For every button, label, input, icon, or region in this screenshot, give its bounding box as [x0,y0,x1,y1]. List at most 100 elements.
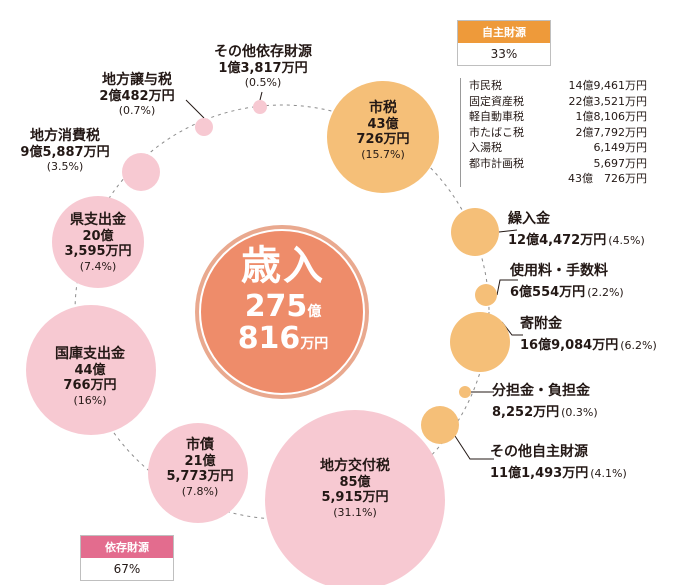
center-amount-sub: 816万円 [203,320,363,356]
label-ken-amount1: 20億 [82,228,114,244]
own-source-percent: 33% [458,43,550,65]
orbit-ring [74,104,490,520]
label-shiyoryo-percent: (2.2%) [587,285,624,299]
label-kurikoshi: 繰入金 12億4,472万円(4.5%) [508,211,645,249]
center-bubble [199,229,365,395]
center-amount-main: 275億 [203,291,363,323]
dependent-source-percent: 67% [81,558,173,580]
label-chiho-kofuzei: 地方交付税 85億 5,915万円 (31.1%) [295,458,415,519]
bubble-ken [52,196,144,288]
label-shisai-amount1: 21億 [184,453,216,469]
label-joyozei-percent: (0.7%) [118,104,156,118]
label-kifukin-amount: 16億9,084万円 [520,337,619,353]
label-kokko-amount1: 44億 [74,362,106,378]
label-sonota-izon-percent: (0.5%) [244,76,282,90]
label-shohizei: 地方消費税 9億5,887万円 (3.5%) [5,128,125,174]
label-sonota-izon: その他依存財源 1億3,817万円 (0.5%) [198,44,328,90]
label-shohizei-title: 地方消費税 [30,128,100,144]
label-ken: 県支出金 20億 3,595万円 (7.4%) [48,212,148,273]
label-buntankin-title: 分担金・負担金 [492,383,590,399]
label-kokko-amount2: 766万円 [63,378,117,394]
label-shizei-title: 市税 [369,100,397,116]
breakdown-name: 市たばこ税 [469,125,524,139]
bubble-buntankin [459,386,471,398]
breakdown-name: 入湯税 [469,141,502,154]
label-sonota-jishu-title: その他自主財源 [490,444,588,460]
label-kokko-percent: (16%) [73,393,107,407]
breakdown-total: 43億 726万円 [568,172,647,185]
breakdown-value: 2億7,792万円 [575,125,648,139]
label-kurikoshi-title: 繰入金 [508,211,550,227]
label-joyozei-title: 地方譲与税 [102,72,172,88]
label-buntankin: 分担金・負担金 8,252万円(0.3%) [492,383,598,421]
label-joyozei: 地方譲与税 2億482万円 (0.7%) [82,72,192,118]
leader-line-joyozei [185,99,205,119]
bubble-sonota_izon [253,100,267,114]
label-shiyoryo: 使用料・手数料 6億554万円(2.2%) [510,263,624,301]
dependent-source-label: 依存財源 [81,536,173,558]
bubble-shohizei [122,153,160,191]
label-buntankin-percent: (0.3%) [561,405,598,419]
leader-line-kurikoshi [498,229,518,233]
bubble-shisai [148,423,248,523]
bubble-shizei [327,81,439,193]
breakdown-value: 1億8,106万円 [575,110,648,123]
center-label: 歳入 275億 816万円 [203,245,363,354]
label-shisai-percent: (7.8%) [181,484,219,498]
bubble-kurikoshi [451,208,499,256]
label-kifukin: 寄附金 16億9,084万円(6.2%) [520,316,657,354]
label-shisai: 市債 21億 5,773万円 (7.8%) [150,437,250,498]
label-shisai-title: 市債 [186,437,214,453]
label-buntankin-amount: 8,252万円 [492,404,560,420]
breakdown-value: 14億9,461万円 [568,79,648,92]
breakdown-value: 5,697万円 [593,156,648,170]
bubble-kokko [26,305,156,435]
label-kifukin-title: 寄附金 [520,316,562,332]
bubble-sonota_jishu [421,406,459,444]
label-chiho-kofuzei-percent: (31.1%) [333,505,377,519]
bubble-joyozei [195,118,213,136]
label-ken-percent: (7.4%) [79,259,117,273]
breakdown-row: 市民税 14億9,461万円 [469,78,647,94]
leader-line-shiyoryo [496,279,518,296]
label-shiyoryo-title: 使用料・手数料 [510,263,608,279]
breakdown-name: 軽自動車税 [469,110,524,123]
center-amount-main-value: 275 [244,289,308,324]
dependent-source-box: 依存財源 67% [80,535,174,581]
label-chiho-kofuzei-amount2: 5,915万円 [321,490,389,506]
breakdown-total-row: 43億 726万円 [469,171,647,187]
center-amount-sub-value: 816 [237,320,301,356]
label-joyozei-amount1: 2億482万円 [99,88,175,104]
center-amount-sub-unit: 万円 [300,335,329,352]
label-chiho-kofuzei-title: 地方交付税 [320,458,390,474]
label-shohizei-percent: (3.5%) [46,160,84,174]
label-sonota-izon-amount1: 1億3,817万円 [218,60,308,76]
label-shohizei-amount1: 9億5,887万円 [20,144,110,160]
breakdown-row: 軽自動車税 1億8,106万円 [469,109,647,125]
label-sonota-jishu-percent: (4.1%) [590,466,627,480]
label-shizei-amount2: 726万円 [356,132,410,148]
leader-line-sonota_izon [259,91,263,101]
label-kurikoshi-percent: (4.5%) [608,233,645,247]
label-shiyoryo-amount: 6億554万円 [510,284,586,300]
breakdown-row: 市たばこ税 2億7,792万円 [469,125,647,141]
center-title: 歳入 [241,243,325,289]
label-ken-amount2: 3,595万円 [64,244,132,260]
label-shizei: 市税 43億 726万円 (15.7%) [328,100,438,161]
center-amount-main-unit: 億 [307,304,322,320]
breakdown-name: 市民税 [469,79,502,92]
breakdown-name: 固定資産税 [469,94,524,108]
label-kifukin-percent: (6.2%) [620,338,657,352]
bubble-chiho_kofuzei [265,410,445,585]
label-chiho-kofuzei-amount1: 85億 [339,474,371,490]
label-kurikoshi-amount: 12億4,472万円 [508,232,607,248]
label-sonota-jishu: その他自主財源 11億1,493万円(4.1%) [490,444,627,482]
label-kokko-title: 国庫支出金 [55,346,125,362]
leader-line-sonota_jishu [454,435,494,460]
